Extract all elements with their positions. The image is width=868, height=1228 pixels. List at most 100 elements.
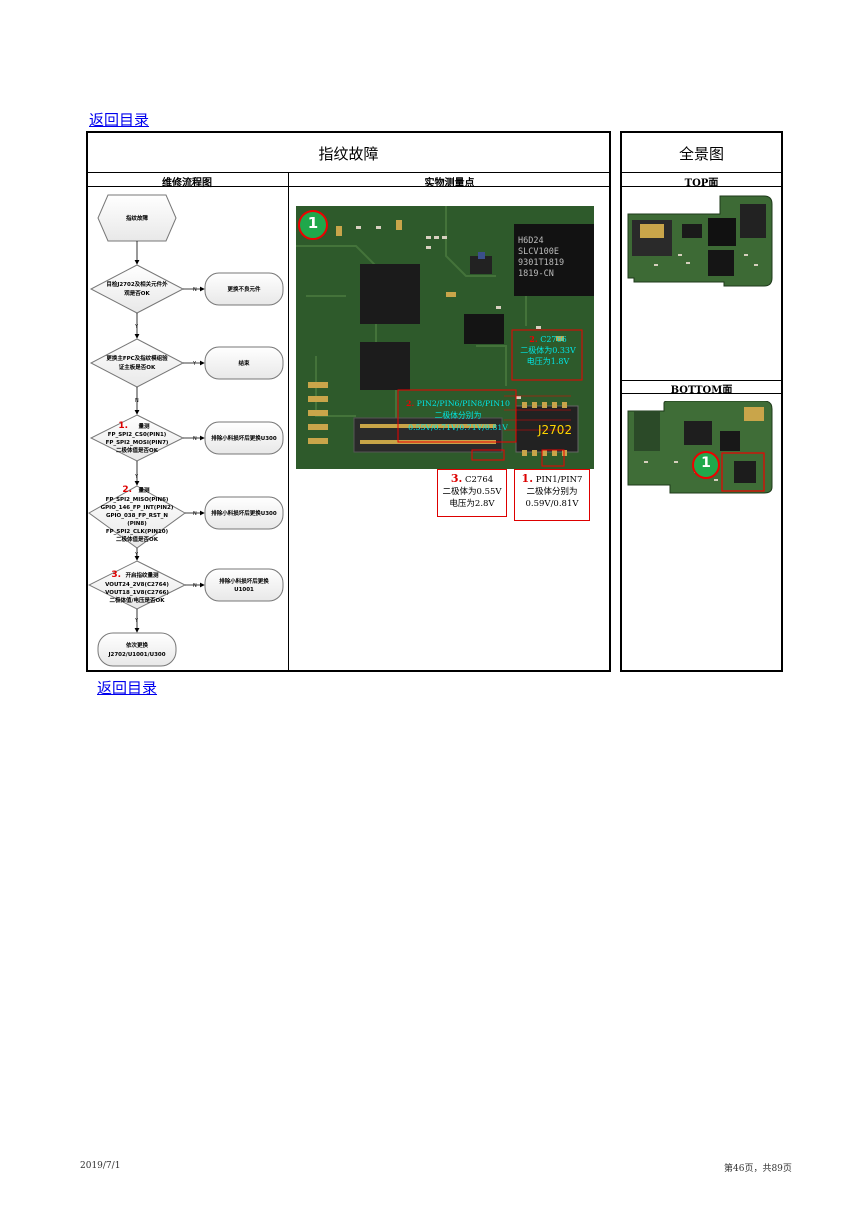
pins-highlight-box xyxy=(397,389,517,443)
chip-marking-line2: SLCV100E xyxy=(518,247,559,257)
svg-text:量测: 量测 xyxy=(138,486,150,494)
flowchart-column-header: 维修流程图 xyxy=(162,178,212,189)
connector-fpc xyxy=(353,417,503,453)
flow-action-4-text: 排除小料损坏后更换U300 xyxy=(211,509,277,517)
c2766-diode: 二极体为0.33V xyxy=(520,346,576,355)
svg-text:FP_SPI2_CS0(PIN1): FP_SPI2_CS0(PIN1) xyxy=(108,432,167,438)
flow-d4-line1: 量测 xyxy=(138,486,150,494)
svg-text:(PIN8): (PIN8) xyxy=(127,521,147,527)
c2766-highlight-box xyxy=(511,329,583,381)
svg-text:二极体值是否OK: 二极体值是否OK xyxy=(116,535,159,543)
note-pin-diode: 二极体分别为 xyxy=(526,487,578,497)
bottom-marker-text: 1 xyxy=(701,455,711,471)
flow-d2-line1: 更换主FPC及指纹模组验 xyxy=(106,354,168,362)
svg-text:开启指纹量测: 开启指纹量测 xyxy=(125,571,159,579)
panorama-bottom-image: 1 xyxy=(624,401,774,495)
flow-action-5-line1: 排除小料损坏后更换 xyxy=(219,577,269,585)
pcb-chip-4 xyxy=(464,314,504,344)
flow-d5-line1: 开启指纹量测 xyxy=(125,571,159,579)
svg-text:依次更换: 依次更换 xyxy=(126,641,149,649)
flow-action-2-text: 结束 xyxy=(238,359,250,367)
page-title: 指纹故障 xyxy=(318,145,379,163)
note-c2764: 3. C2764 二极体为0.55V 电压为2.8V xyxy=(437,469,507,517)
c2766-number: 2. xyxy=(529,334,538,344)
flow-d2-line2: 证主板是否OK xyxy=(119,363,156,371)
flow-action-3-text: 排除小料损坏后更换U300 xyxy=(211,434,277,442)
svg-text:二极体值是否OK: 二极体值是否OK xyxy=(116,446,159,454)
flow-y-3: Y xyxy=(134,474,139,480)
flow-d1-line2: 观是否OK xyxy=(124,289,150,297)
marker-1-text: 1 xyxy=(307,214,319,232)
svg-text:VOUT24_2V8(C2764): VOUT24_2V8(C2764) xyxy=(105,582,169,588)
flow-start-text: 指纹故障 xyxy=(126,214,149,222)
flow-action-4 xyxy=(204,496,284,530)
svg-text:FP_SPI2_MISO(PIN6): FP_SPI2_MISO(PIN6) xyxy=(106,497,169,503)
flow-d4-line3: GPIO_146_FP_INT(PIN2) xyxy=(101,505,174,511)
pcb-small-blue xyxy=(478,252,485,259)
svg-text:证主板是否OK: 证主板是否OK xyxy=(119,363,156,371)
flow-d4-line2: FP_SPI2_MISO(PIN6) xyxy=(106,497,169,503)
flow-end-line2: J2702/U1001/U300 xyxy=(107,652,165,658)
flow-d4-line5: (PIN8) xyxy=(127,521,147,527)
flow-action-5-line2: U1001 xyxy=(234,587,254,593)
footer-page-number: 第46页，共89页 xyxy=(724,1164,792,1174)
panorama-header-divider xyxy=(620,172,783,173)
pcb-chip-5 xyxy=(470,256,492,274)
chip-marking-line3: 9301T1819 xyxy=(518,258,565,268)
flow-d5-line3: VOUT18_1V8(C2766) xyxy=(105,590,169,596)
svg-text:目检J2702及相关元件外: 目检J2702及相关元件外 xyxy=(106,280,168,288)
note-c2764-diode: 二极体为0.55V xyxy=(442,487,502,497)
flow-d4-number: 2. xyxy=(122,485,132,495)
flow-d3-line3: FP_SPI2_MOSI(PIN7) xyxy=(106,440,169,446)
pcb-measurement-photo: 1 H6D24 SLCV100E 9301T1819 1819-CN 2. C2… xyxy=(296,206,594,469)
back-to-contents-link-top[interactable]: 返回目录 xyxy=(89,111,150,129)
marker-1-circle xyxy=(298,210,328,240)
flow-d5-number: 3. xyxy=(111,570,121,580)
flow-end-node xyxy=(97,632,177,667)
svg-text:更换主FPC及指纹模组验: 更换主FPC及指纹模组验 xyxy=(106,354,168,362)
flow-y-2: Y xyxy=(192,361,197,367)
footer-date: 2019/7/1 xyxy=(80,1161,121,1171)
c2766-annotation: 2. C2766 二极体为0.33V 电压为1.8V xyxy=(512,334,584,367)
flow-n-3: N xyxy=(193,436,197,442)
flow-d3-line1: 量测 xyxy=(138,422,150,430)
repair-flowchart: 指纹故障 目检J2702及相关元件外 观是否OK N 更换不良元件 Y 更换主F… xyxy=(88,194,284,667)
flow-decision-2 xyxy=(89,338,185,388)
flow-start-node xyxy=(97,194,177,242)
svg-text:量测: 量测 xyxy=(138,422,150,430)
pin1-highlight-box xyxy=(541,449,565,467)
flow-d5-line4: 二极体值/电压是否OK xyxy=(110,596,166,604)
pins-diode-label: 二极体分别为 xyxy=(434,411,482,420)
svg-text:J2702/U1001/U300: J2702/U1001/U300 xyxy=(107,652,165,658)
flow-action-5 xyxy=(204,568,284,602)
panorama-mid-divider-2 xyxy=(620,393,783,394)
connector-label: J2702 xyxy=(538,423,573,437)
pins-number: 2. xyxy=(406,399,415,408)
flow-y-5: Y xyxy=(134,618,139,624)
panorama-subheader-divider xyxy=(620,186,783,187)
chip-marking-line4: 1819-CN xyxy=(518,269,554,279)
flow-d1-line1: 目检J2702及相关元件外 xyxy=(106,280,168,288)
flow-end-line1: 依次更换 xyxy=(126,641,149,649)
note-c2764-number: 3. xyxy=(450,472,463,485)
pins-label: PIN2/PIN6/PIN8/PIN10 xyxy=(416,399,510,408)
flow-y-1: Y xyxy=(134,324,139,330)
panorama-mid-divider-1 xyxy=(620,380,783,381)
bottom-highlight-box xyxy=(721,452,765,492)
svg-text:U1001: U1001 xyxy=(234,587,254,593)
c2766-voltage: 电压为1.8V xyxy=(526,357,570,366)
svg-text:排除小料损坏后更换: 排除小料损坏后更换 xyxy=(219,577,269,585)
chip-marking: H6D24 SLCV100E 9301T1819 1819-CN xyxy=(518,236,564,280)
subheader-divider xyxy=(86,186,611,187)
back-to-contents-link-bottom[interactable]: 返回目录 xyxy=(97,679,158,697)
pcb-chip-1 xyxy=(360,264,420,324)
flow-action-2 xyxy=(204,346,284,380)
svg-text:FP_SPI2_MOSI(PIN7): FP_SPI2_MOSI(PIN7) xyxy=(106,440,169,446)
svg-text:VOUT18_1V8(C2766): VOUT18_1V8(C2766) xyxy=(105,590,169,596)
flow-d3-number: 1. xyxy=(118,421,128,431)
bottom-side-label: BOTTOM面 xyxy=(670,385,733,396)
flow-decision-1 xyxy=(89,264,185,314)
c2766-label: C2766 xyxy=(540,335,567,344)
c2764-highlight-box xyxy=(471,449,505,461)
top-side-label: TOP面 xyxy=(684,178,719,189)
